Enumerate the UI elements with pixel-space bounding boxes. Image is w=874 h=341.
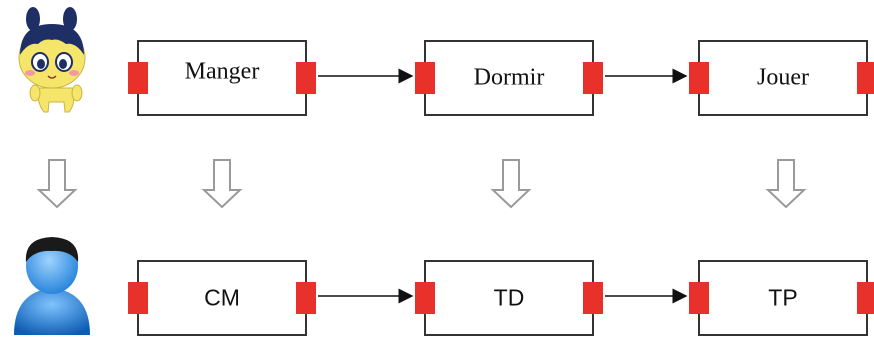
box-dormir: Dormir bbox=[415, 40, 603, 116]
input-port bbox=[128, 282, 148, 314]
box-cm: CM bbox=[128, 260, 316, 336]
box-label: CM bbox=[204, 284, 240, 311]
hollow-down-arrow-icon bbox=[765, 159, 807, 209]
box-label: Manger bbox=[184, 58, 260, 85]
box-manger: Manger bbox=[128, 40, 316, 116]
hollow-down-arrow-icon bbox=[201, 159, 243, 209]
hollow-down-arrow-icon bbox=[36, 159, 78, 209]
input-port bbox=[415, 282, 435, 314]
box-jouer: Jouer bbox=[689, 40, 874, 116]
output-port bbox=[857, 282, 874, 314]
mapping-arrow-dormir bbox=[490, 159, 532, 209]
input-port bbox=[689, 62, 709, 94]
box-td: TD bbox=[415, 260, 603, 336]
output-port bbox=[857, 62, 874, 94]
input-port bbox=[689, 282, 709, 314]
output-port bbox=[296, 282, 316, 314]
hollow-down-arrow-icon bbox=[490, 159, 532, 209]
box-tp: TP bbox=[689, 260, 874, 336]
tamagotchi-character-icon bbox=[18, 7, 86, 113]
box-label: TD bbox=[493, 284, 525, 311]
mapping-arrow-manger bbox=[201, 159, 243, 209]
mapping-arrow-jouer bbox=[765, 159, 807, 209]
output-port bbox=[583, 62, 603, 94]
output-port bbox=[296, 62, 316, 94]
box-label: TP bbox=[768, 284, 798, 311]
mapping-arrow-actor bbox=[36, 159, 78, 209]
input-port bbox=[128, 62, 148, 94]
box-label: Dormir bbox=[473, 64, 545, 91]
student-user-icon bbox=[14, 237, 90, 335]
output-port bbox=[583, 282, 603, 314]
input-port bbox=[415, 62, 435, 94]
box-label: Jouer bbox=[757, 64, 809, 91]
